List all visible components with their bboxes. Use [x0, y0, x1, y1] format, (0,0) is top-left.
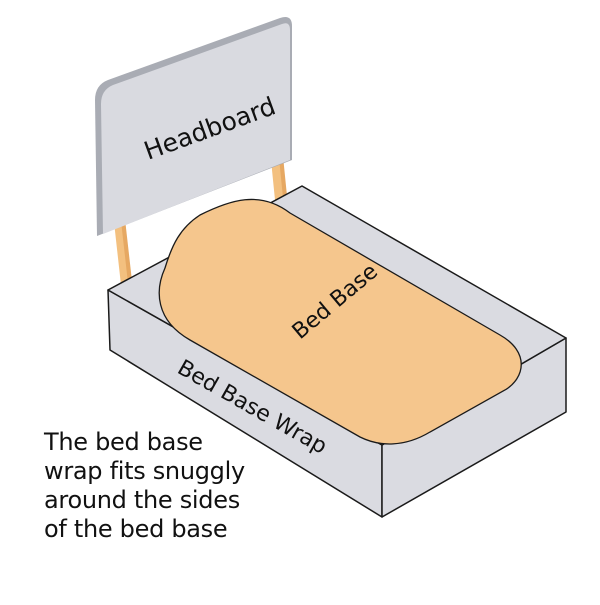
caption-line: of the bed base: [44, 515, 228, 543]
caption-line: wrap fits snuggly: [44, 457, 245, 485]
caption-line: The bed base: [44, 428, 203, 456]
bed-base: Bed Base: [158, 198, 522, 445]
caption-line: around the sides: [44, 486, 240, 514]
caption: The bed base wrap fits snuggly around th…: [44, 428, 245, 544]
headboard: Headboard: [95, 17, 292, 236]
